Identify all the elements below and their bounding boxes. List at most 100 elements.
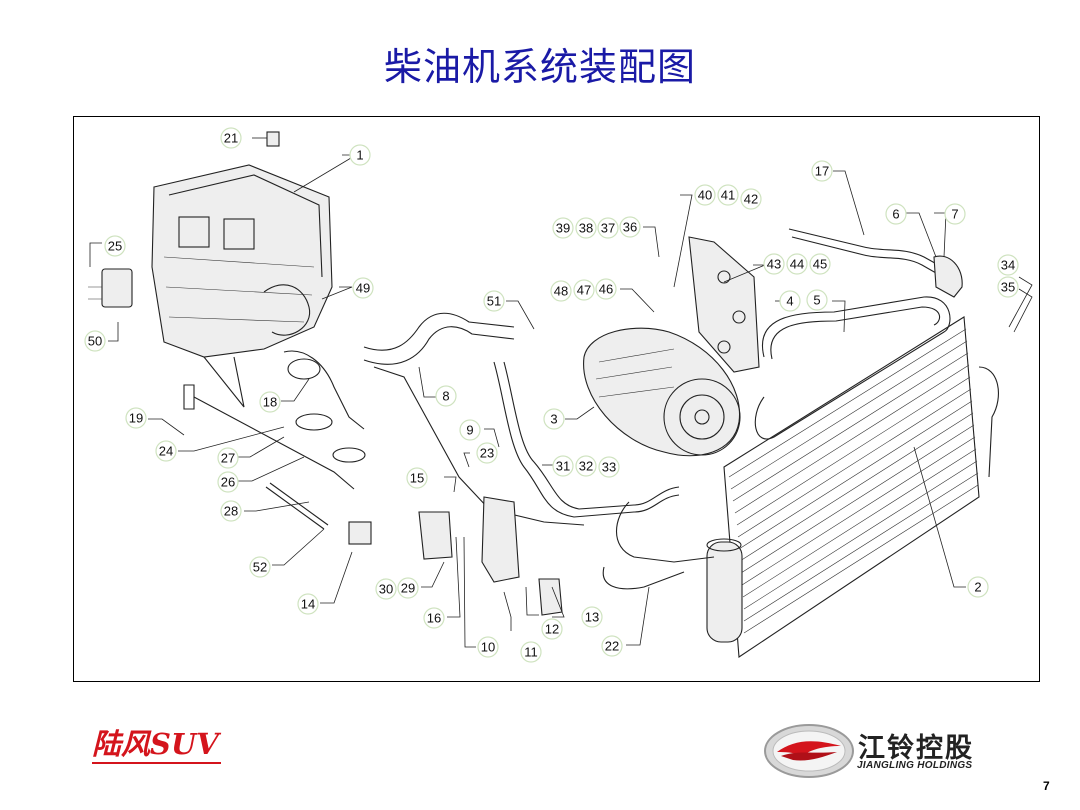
callout-38-label: 38 — [579, 221, 593, 236]
callout-16: 16 — [423, 607, 445, 629]
company-name-en: JIANGLING HOLDINGS — [857, 760, 973, 771]
callout-37: 37 — [597, 217, 619, 239]
callout-19: 19 — [125, 407, 147, 429]
callout-26: 26 — [217, 471, 239, 493]
callout-3: 3 — [543, 408, 565, 430]
callout-6-label: 6 — [892, 207, 899, 222]
callout-38: 38 — [575, 217, 597, 239]
blower-resistor — [88, 268, 133, 308]
brand-name: 陆风SUV — [92, 726, 221, 764]
company-name-cn: 江铃控股 — [858, 733, 974, 764]
callout-34-label: 34 — [1001, 258, 1015, 273]
callout-46-label: 46 — [599, 282, 613, 297]
callout-7: 7 — [944, 203, 966, 225]
callout-21: 21 — [220, 127, 242, 149]
callout-14: 14 — [297, 593, 319, 615]
callout-52: 52 — [249, 556, 271, 578]
callout-7-label: 7 — [951, 207, 958, 222]
callout-43-label: 43 — [767, 257, 781, 272]
callout-14-label: 14 — [301, 597, 315, 612]
callout-23-label: 23 — [480, 446, 494, 461]
callout-40-label: 40 — [698, 188, 712, 203]
small-clip-21 — [266, 131, 280, 147]
callout-15-label: 15 — [410, 471, 424, 486]
callout-48-label: 48 — [554, 284, 568, 299]
compressor — [583, 327, 741, 457]
callout-13-label: 13 — [585, 610, 599, 625]
callout-46: 46 — [595, 278, 617, 300]
callout-6: 6 — [885, 203, 907, 225]
callout-48: 48 — [550, 280, 572, 302]
callout-5: 5 — [806, 289, 828, 311]
callout-24: 24 — [155, 440, 177, 462]
callout-35: 35 — [997, 276, 1019, 298]
callout-41: 41 — [717, 184, 739, 206]
callout-22: 22 — [601, 635, 623, 657]
callout-11: 11 — [520, 641, 542, 663]
callout-29-label: 29 — [401, 581, 415, 596]
callout-21-label: 21 — [224, 131, 238, 146]
callout-37-label: 37 — [601, 221, 615, 236]
assembly-diagram: 21 1 17 40 41 42 6 7 39 38 37 36 25 43 4… — [73, 116, 1040, 682]
callout-25-label: 25 — [108, 239, 122, 254]
callout-50: 50 — [84, 330, 106, 352]
callout-28-label: 28 — [224, 504, 238, 519]
callout-31-label: 31 — [556, 459, 570, 474]
callout-27: 27 — [217, 447, 239, 469]
hose-assembly-8 — [363, 312, 585, 526]
cable-tie-28 — [265, 482, 329, 530]
drive-belt — [754, 296, 951, 440]
callout-11-label: 11 — [524, 645, 538, 660]
callout-23: 23 — [476, 442, 498, 464]
callout-2: 2 — [967, 576, 989, 598]
page-number: 7 — [1043, 779, 1050, 793]
callout-5-label: 5 — [813, 293, 820, 308]
callout-2-label: 2 — [974, 580, 981, 595]
callout-33-label: 33 — [602, 460, 616, 475]
callout-27-label: 27 — [221, 451, 235, 466]
callout-36: 36 — [619, 216, 641, 238]
callout-12: 12 — [541, 618, 563, 640]
callout-47: 47 — [573, 279, 595, 301]
hvac-module — [151, 164, 365, 430]
callout-30: 30 — [375, 578, 397, 600]
bracket-4 — [688, 236, 760, 373]
callout-13: 13 — [581, 606, 603, 628]
callout-8: 8 — [435, 385, 457, 407]
callout-39-label: 39 — [556, 221, 570, 236]
callout-41-label: 41 — [721, 188, 735, 203]
callout-52-label: 52 — [253, 560, 267, 575]
condenser — [723, 316, 999, 658]
callout-51: 51 — [483, 290, 505, 312]
callout-19-label: 19 — [129, 411, 143, 426]
callout-40: 40 — [694, 184, 716, 206]
callout-4-label: 4 — [786, 294, 793, 309]
callout-25: 25 — [104, 235, 126, 257]
callout-49-label: 49 — [356, 281, 370, 296]
callout-8-label: 8 — [442, 389, 449, 404]
callout-18-label: 18 — [263, 395, 277, 410]
callout-34: 34 — [997, 254, 1019, 276]
callout-51-label: 51 — [487, 294, 501, 309]
liquid-lines — [493, 361, 715, 590]
callout-45: 45 — [809, 253, 831, 275]
callout-10-label: 10 — [481, 640, 495, 655]
callout-47-label: 47 — [577, 283, 591, 298]
callout-42: 42 — [740, 188, 762, 210]
callout-30-label: 30 — [379, 582, 393, 597]
jiangling-logo-icon — [764, 724, 854, 778]
callout-43: 43 — [763, 253, 785, 275]
callout-49: 49 — [352, 277, 374, 299]
callout-18: 18 — [259, 391, 281, 413]
page-title: 柴油机系统装配图 — [383, 45, 696, 89]
diagram-drawing: 21 1 17 40 41 42 6 7 39 38 37 36 25 43 4… — [84, 127, 1033, 663]
callout-1-label: 1 — [356, 148, 363, 163]
callout-35-label: 35 — [1001, 280, 1015, 295]
callout-45-label: 45 — [813, 257, 827, 272]
callout-3-label: 3 — [550, 412, 557, 427]
callout-28: 28 — [220, 500, 242, 522]
callout-33: 33 — [598, 456, 620, 478]
callout-32: 32 — [575, 455, 597, 477]
brackets-lower — [348, 496, 563, 616]
callout-9: 9 — [459, 419, 481, 441]
